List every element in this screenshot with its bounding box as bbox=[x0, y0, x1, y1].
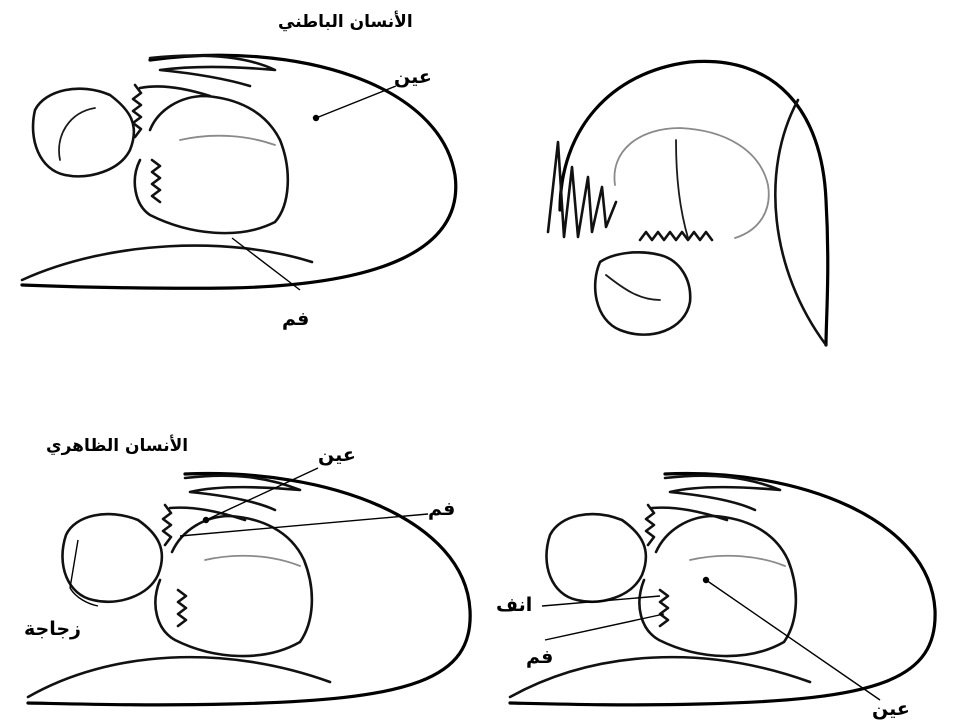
bottom-fist bbox=[595, 252, 690, 334]
side-sweep bbox=[775, 100, 826, 345]
knuckle-squiggle bbox=[133, 85, 210, 137]
front-fist bbox=[62, 514, 161, 602]
front-fist-knuckle bbox=[59, 108, 95, 160]
lower-sweep bbox=[22, 246, 312, 280]
inner-line bbox=[205, 556, 300, 566]
lower-sweep bbox=[510, 657, 810, 697]
head-outline bbox=[560, 61, 828, 345]
label-nose-bottom-right: انف bbox=[496, 596, 532, 615]
panel-top-left-inner-man bbox=[22, 55, 456, 290]
head-outline bbox=[22, 55, 456, 288]
bottom-fist-line bbox=[606, 275, 660, 300]
inner-line bbox=[690, 556, 785, 566]
knuckle-squiggle bbox=[646, 505, 727, 545]
eye-leader bbox=[706, 580, 880, 700]
front-fist bbox=[546, 514, 645, 602]
inner-line bbox=[180, 136, 275, 145]
panel-top-right-rotated bbox=[548, 61, 828, 345]
wavy-edge bbox=[640, 232, 712, 240]
front-fist bbox=[33, 89, 134, 177]
lower-sweep bbox=[28, 657, 330, 697]
label-mouth-bottom-right: فم bbox=[526, 648, 553, 667]
eye-leader bbox=[316, 86, 396, 118]
big-fist-squiggle bbox=[178, 590, 186, 626]
nose-leader bbox=[542, 596, 660, 606]
title-inner-man: الأنسان الباطني bbox=[278, 14, 413, 31]
big-fist-squiggle bbox=[152, 160, 160, 202]
big-fist-squiggle bbox=[660, 590, 668, 626]
hair-scribble bbox=[150, 56, 275, 86]
panel-bottom-right-labelled-face bbox=[510, 474, 935, 705]
label-mouth-bottom-left: فم bbox=[428, 500, 455, 519]
label-glass-bottom-left: زجاجة bbox=[24, 620, 81, 639]
label-mouth-top-left: فم bbox=[282, 310, 309, 329]
hair-spikes bbox=[548, 142, 616, 237]
label-eye-top-left: عين bbox=[394, 68, 432, 87]
big-fist bbox=[639, 516, 795, 656]
front-stroke bbox=[676, 140, 688, 238]
hair-scribble bbox=[185, 476, 300, 510]
panel-bottom-left-outer-man bbox=[28, 468, 470, 705]
title-outer-man: الأنسان الظاهري bbox=[46, 438, 188, 455]
glass-leader bbox=[70, 540, 78, 588]
mouth-leader bbox=[232, 238, 300, 290]
knuckle-squiggle bbox=[163, 505, 245, 545]
inner-circle bbox=[614, 128, 768, 238]
big-fist bbox=[155, 516, 311, 656]
label-eye-bottom-right: عين bbox=[872, 700, 910, 719]
label-eye-bottom-left: عين bbox=[318, 446, 356, 465]
